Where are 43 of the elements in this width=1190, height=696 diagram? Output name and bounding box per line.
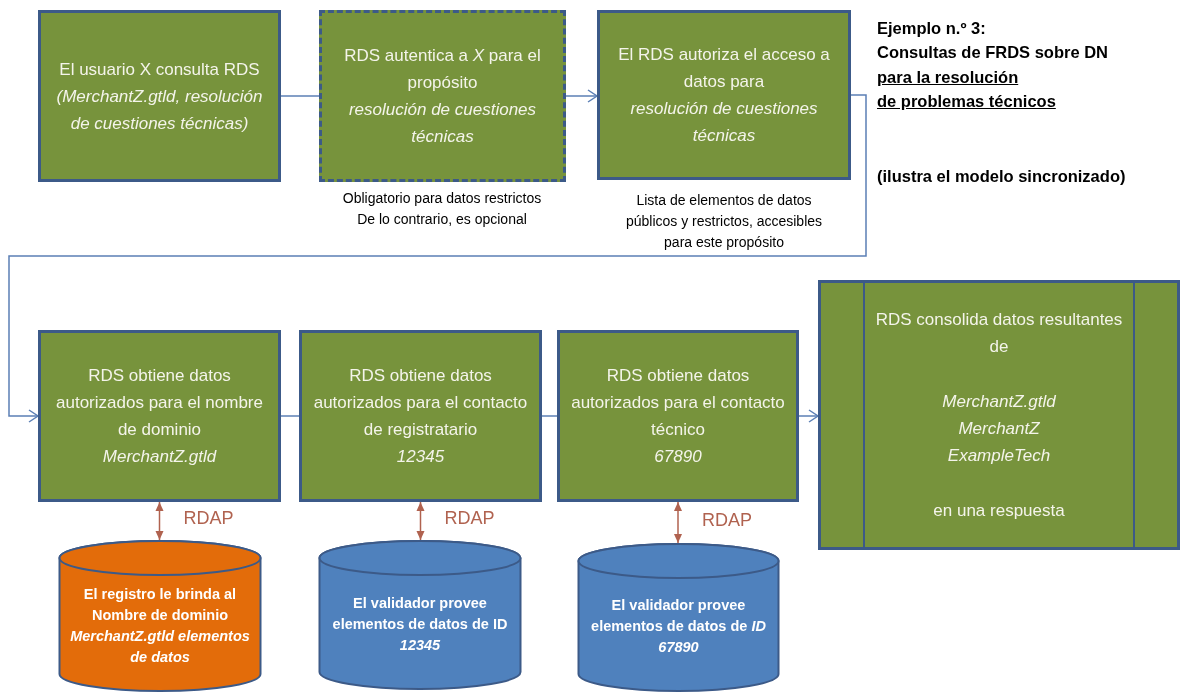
node-text: El usuario X consulta RDS <box>59 58 260 81</box>
node-text: 67890 <box>654 446 702 468</box>
node-text: El registro le brinda al Nombre de dominio <box>82 585 238 625</box>
process-box <box>597 10 851 180</box>
note-text: Obligatorio para datos restrictos <box>341 189 543 208</box>
node-text: MerchantZ.gtld <box>102 446 217 468</box>
arrow <box>155 501 164 541</box>
arrow <box>798 409 819 423</box>
node-text: resolución de cuestiones técnicas <box>629 98 819 147</box>
arrow <box>416 501 425 541</box>
node-text: MerchantZ.gtld <box>942 391 1056 413</box>
heading-line: para la resolución <box>877 67 1019 88</box>
node-text: (MerchantZ.gtld, resolución de cuestiones técnicas) <box>55 85 264 135</box>
node-text: resolución de cuestiones técnicas <box>347 99 538 148</box>
heading-line: de problemas técnicos <box>877 91 1056 112</box>
node-text: RDS consolida datos resultantes de <box>874 309 1124 358</box>
node-text: El validador provee elementos de datos de ID 67890 <box>590 596 767 657</box>
node-text: RDS obtiene datos autorizados para el contacto de registratario <box>312 365 529 441</box>
process-box <box>38 330 281 502</box>
node-text: MerchantZ <box>958 418 1040 440</box>
process-box <box>557 330 799 502</box>
arrow <box>8 94 867 423</box>
node-text: RDS obtiene datos autorizados para el nombre de dominio <box>55 365 264 441</box>
node-text: 12345 <box>396 446 445 468</box>
note-text: De lo contrario, es opcional <box>356 210 528 229</box>
arrow <box>565 89 598 103</box>
node-text: en una respuesta <box>933 500 1065 522</box>
node-text: RDS obtiene datos autorizados para el contacto técnico <box>570 365 786 441</box>
heading-line: (ilustra el modelo sincronizado) <box>877 166 1126 187</box>
note-text: Lista de elementos de datos públicos y restrictos, accesibles para este propósito <box>624 191 824 252</box>
arrow <box>674 501 682 544</box>
process-box <box>319 10 566 182</box>
connector-line <box>280 95 320 97</box>
connector-line <box>280 415 300 417</box>
diagram-title: Ejemplo n.º 3: <box>877 18 986 39</box>
connector-line <box>541 415 558 417</box>
heading-line: Consultas de FRDS sobre DN <box>877 42 1109 63</box>
process-box <box>38 10 281 182</box>
node-text: El validador provee elementos de datos de ID 12345 <box>331 593 509 655</box>
process-box <box>818 280 1180 550</box>
process-box <box>299 330 542 502</box>
node-text: ExampleTech <box>947 445 1051 467</box>
node-text: MerchantZ.gtld elementos de datos <box>70 627 250 667</box>
